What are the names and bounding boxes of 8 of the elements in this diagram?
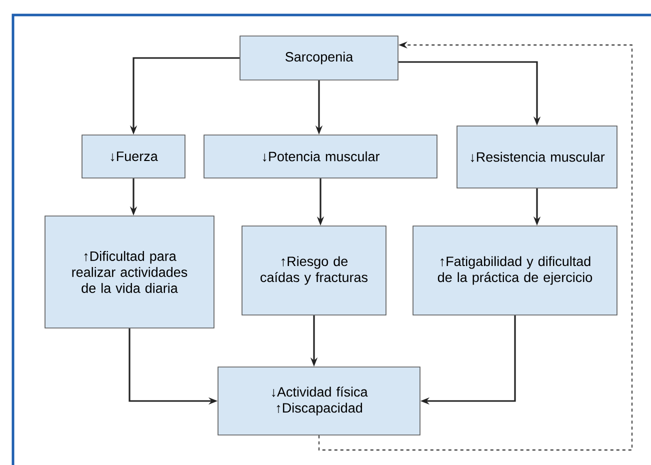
process-box: ↓Resistencia muscular — [456, 126, 618, 188]
process-box: ↓Fuerza — [82, 134, 186, 178]
process-box: Sarcopenia — [240, 36, 398, 80]
process-box: ↑Riesgo de caídas y fracturas — [242, 226, 386, 316]
process-box: ↓Potencia muscular — [204, 134, 438, 178]
process-box: ↓Actividad física ↑Discapacidad — [218, 366, 420, 436]
process-box: ↑Dificultad para realizar actividades de la vida diaria — [44, 216, 214, 328]
process-box: ↑Fatigabilidad y dificultad de la práctica de ejercicio — [412, 226, 618, 316]
